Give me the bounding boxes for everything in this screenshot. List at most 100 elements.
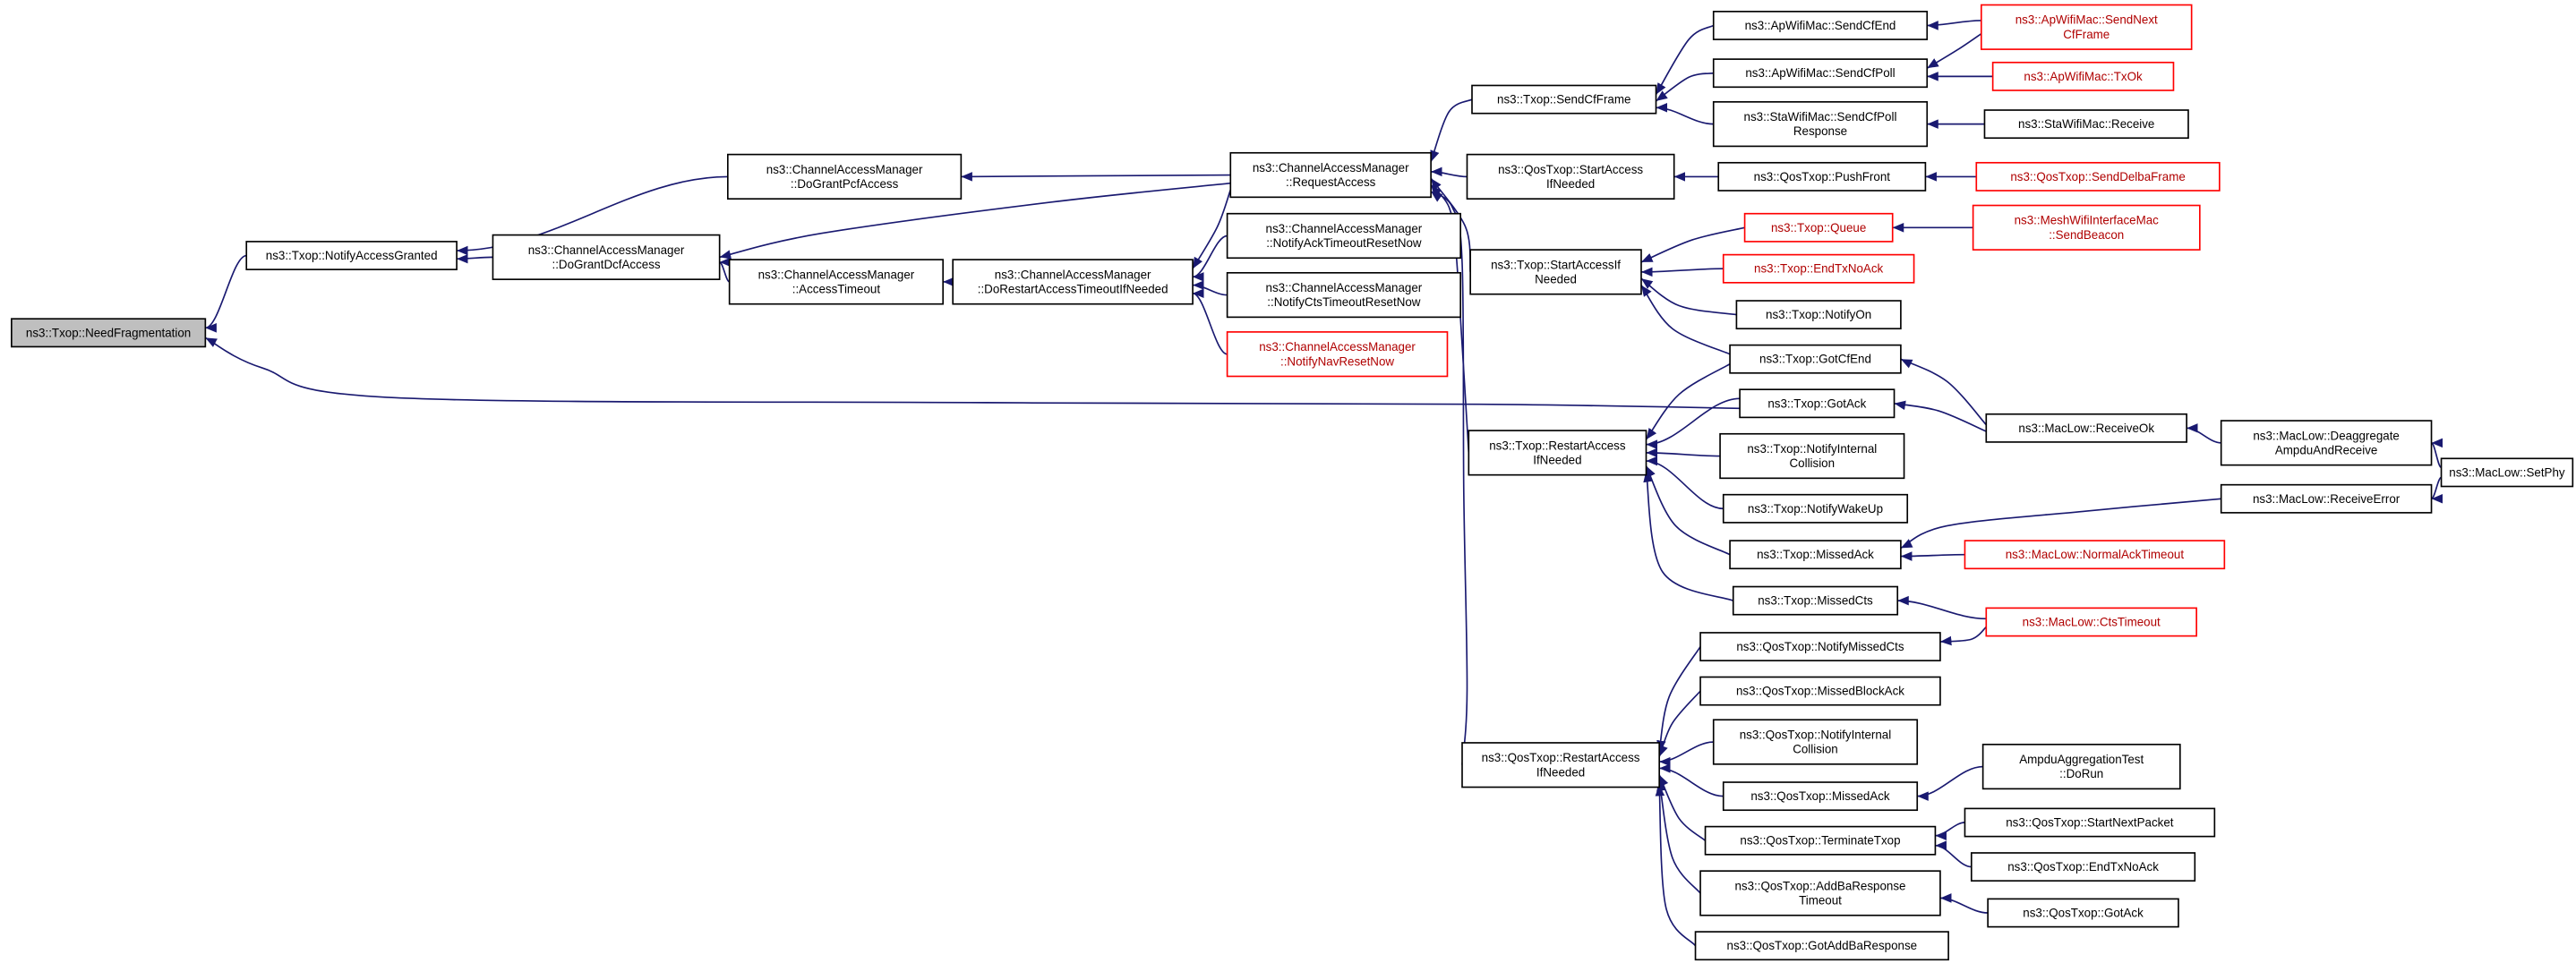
node-ap-wifi-mac-tx-ok[interactable]: ns3::ApWifiMac::TxOk bbox=[1991, 61, 2175, 91]
node-box bbox=[1732, 585, 1899, 616]
node-label-line: ::DoGrantPcfAccess bbox=[791, 177, 899, 191]
node-ampdu-aggregation-test-do-run[interactable]: AmpduAggregationTest::DoRun bbox=[1981, 743, 2181, 790]
node-label-line: ::NotifyNavResetNow bbox=[1280, 354, 1394, 368]
node-cam-access-timeout[interactable]: ns3::ChannelAccessManager::AccessTimeout bbox=[728, 259, 945, 305]
node-box bbox=[11, 318, 207, 348]
node-qos-txop-got-add-ba-response[interactable]: ns3::QosTxop::GotAddBaResponse bbox=[1694, 931, 1949, 961]
node-sta-wifi-mac-receive[interactable]: ns3::StaWifiMac::Receive bbox=[1983, 109, 2189, 140]
node-cam-do-restart-access-timeout-if-needed[interactable]: ns3::ChannelAccessManager::DoRestartAcce… bbox=[952, 259, 1194, 305]
node-label-line: ns3::ApWifiMac::SendNext bbox=[2015, 13, 2158, 27]
node-txop-got-ack[interactable]: ns3::Txop::GotAck bbox=[1739, 388, 1896, 419]
node-txop-send-cf-frame[interactable]: ns3::Txop::SendCfFrame bbox=[1471, 84, 1657, 115]
node-label-line: ns3::QosTxop::RestartAccess bbox=[1482, 751, 1640, 764]
node-box bbox=[1468, 430, 1647, 476]
node-box bbox=[1719, 432, 1905, 480]
node-qos-txop-notify-missed-cts[interactable]: ns3::QosTxop::NotifyMissedCts bbox=[1699, 632, 1941, 661]
node-label-line: Timeout bbox=[1799, 894, 1842, 908]
node-txop-notify-wake-up[interactable]: ns3::Txop::NotifyWakeUp bbox=[1722, 493, 1909, 524]
node-txop-notify-on[interactable]: ns3::Txop::NotifyOn bbox=[1735, 300, 1902, 330]
node-mesh-wifi-interface-mac-send-beacon[interactable]: ns3::MeshWifiInterfaceMac::SendBeacon bbox=[1972, 204, 2201, 251]
node-qos-txop-end-tx-no-ack[interactable]: ns3::QosTxop::EndTxNoAck bbox=[1970, 852, 2196, 882]
node-box bbox=[1712, 11, 1929, 40]
node-cam-do-grant-dcf-access[interactable]: ns3::ChannelAccessManager::DoGrantDcfAcc… bbox=[492, 234, 721, 280]
node-mac-low-set-phy[interactable]: ns3::MacLow::SetPhy bbox=[2440, 457, 2574, 488]
node-mac-low-normal-ack-timeout[interactable]: ns3::MacLow::NormalAckTimeout bbox=[1964, 540, 2226, 570]
node-mac-low-receive-error[interactable]: ns3::MacLow::ReceiveError bbox=[2220, 483, 2433, 514]
node-box bbox=[1735, 300, 1902, 330]
node-box bbox=[1722, 253, 1915, 284]
node-label-line: Collision bbox=[1793, 743, 1838, 756]
node-qos-txop-start-next-packet[interactable]: ns3::QosTxop::StartNextPacket bbox=[1964, 807, 2216, 838]
edge-ap-wifi-mac-send-next-cf-frame-to-ap-wifi-mac-send-cf-end bbox=[1927, 20, 1981, 30]
node-qos-txop-missed-block-ack[interactable]: ns3::QosTxop::MissedBlockAck bbox=[1699, 676, 1941, 706]
edge-cam-notify-nav-reset-now-to-cam-do-restart-access-timeout-if-needed bbox=[1192, 288, 1228, 355]
node-box bbox=[1975, 161, 2221, 192]
node-txop-got-cf-end[interactable]: ns3::Txop::GotCfEnd bbox=[1729, 344, 1902, 374]
node-box bbox=[1964, 540, 2226, 570]
edge-ap-wifi-mac-send-cf-poll-to-txop-send-cf-frame bbox=[1656, 72, 1714, 102]
node-label-line: ns3::QosTxop::PushFront bbox=[1754, 170, 1891, 183]
node-cam-notify-nav-reset-now[interactable]: ns3::ChannelAccessManager::NotifyNavRese… bbox=[1226, 331, 1449, 378]
node-cam-request-access[interactable]: ns3::ChannelAccessManager::RequestAccess bbox=[1229, 151, 1432, 199]
node-label-line: IfNeeded bbox=[1536, 765, 1585, 779]
node-cam-do-grant-pcf-access[interactable]: ns3::ChannelAccessManager::DoGrantPcfAcc… bbox=[727, 153, 963, 200]
node-label-line: ns3::QosTxop::StartAccess bbox=[1498, 163, 1643, 176]
node-txop-missed-cts[interactable]: ns3::Txop::MissedCts bbox=[1732, 585, 1899, 616]
node-label-line: ns3::MacLow::ReceiveOk bbox=[2018, 422, 2154, 435]
edge-txop-got-cf-end-to-txop-start-access-if-needed bbox=[1640, 285, 1731, 355]
edge-cam-do-grant-dcf-access-to-txop-notify-access-granted bbox=[457, 253, 493, 264]
node-box bbox=[1466, 153, 1675, 200]
node-label-line: ns3::QosTxop::TerminateTxop bbox=[1740, 834, 1900, 848]
node-mac-low-cts-timeout[interactable]: ns3::MacLow::CtsTimeout bbox=[1985, 607, 2197, 637]
node-label-line: ns3::QosTxop::NotifyInternal bbox=[1740, 728, 1891, 741]
node-box bbox=[1699, 676, 1941, 706]
node-label-line: ns3::ChannelAccessManager bbox=[758, 268, 915, 281]
node-txop-notify-access-granted[interactable]: ns3::Txop::NotifyAccessGranted bbox=[245, 241, 458, 270]
node-qos-txop-missed-ack[interactable]: ns3::QosTxop::MissedAck bbox=[1722, 781, 1919, 812]
edge-cam-notify-ack-timeout-reset-now-to-cam-do-restart-access-timeout-if-needed bbox=[1192, 234, 1228, 282]
node-txop-end-tx-no-ack[interactable]: ns3::Txop::EndTxNoAck bbox=[1722, 253, 1915, 284]
edge-txop-send-cf-frame-to-cam-request-access bbox=[1430, 98, 1473, 163]
node-label-line: ns3::QosTxop::SendDelbaFrame bbox=[2010, 170, 2185, 183]
node-box bbox=[728, 259, 945, 305]
node-qos-txop-push-front[interactable]: ns3::QosTxop::PushFront bbox=[1717, 161, 1927, 192]
node-cam-notify-ack-timeout-reset-now[interactable]: ns3::ChannelAccessManager::NotifyAckTime… bbox=[1226, 212, 1461, 260]
node-ap-wifi-mac-send-cf-poll[interactable]: ns3::ApWifiMac::SendCfPoll bbox=[1712, 58, 1929, 89]
node-label-line: ns3::Txop::Queue bbox=[1771, 221, 1866, 234]
edge-layer bbox=[204, 20, 2443, 947]
node-label-line: ns3::MacLow::Deaggregate bbox=[2253, 429, 2400, 442]
node-box bbox=[245, 241, 458, 270]
node-box bbox=[1717, 161, 1927, 192]
edge-txop-got-ack-to-txop-need-fragmentation bbox=[204, 337, 1741, 410]
edge-qos-txop-restart-access-if-needed-to-cam-request-access bbox=[1430, 191, 1468, 765]
node-qos-txop-send-delba-frame[interactable]: ns3::QosTxop::SendDelbaFrame bbox=[1975, 161, 2221, 192]
node-qos-txop-got-ack[interactable]: ns3::QosTxop::GotAck bbox=[1987, 898, 2179, 928]
node-label-line: AmpduAndReceive bbox=[2275, 443, 2377, 456]
node-qos-txop-terminate-txop[interactable]: ns3::QosTxop::TerminateTxop bbox=[1704, 825, 1937, 856]
node-box bbox=[1739, 388, 1896, 419]
edge-cam-request-access-to-cam-do-restart-access-timeout-if-needed bbox=[1192, 189, 1232, 269]
node-label-line: ns3::QosTxop::MissedBlockAck bbox=[1736, 685, 1904, 698]
node-txop-need-fragmentation[interactable]: ns3::Txop::NeedFragmentation bbox=[11, 318, 207, 348]
edge-mac-low-receive-ok-to-txop-got-cf-end bbox=[1900, 358, 1987, 426]
node-txop-missed-ack[interactable]: ns3::Txop::MissedAck bbox=[1729, 540, 1902, 570]
node-txop-queue[interactable]: ns3::Txop::Queue bbox=[1743, 212, 1894, 243]
node-label-line: ::DoRun bbox=[2059, 767, 2103, 780]
node-cam-notify-cts-timeout-reset-now[interactable]: ns3::ChannelAccessManager::NotifyCtsTime… bbox=[1226, 271, 1461, 319]
node-mac-low-receive-ok[interactable]: ns3::MacLow::ReceiveOk bbox=[1985, 413, 2187, 443]
node-ap-wifi-mac-send-cf-end[interactable]: ns3::ApWifiMac::SendCfEnd bbox=[1712, 11, 1929, 40]
node-label-line: ns3::ApWifiMac::TxOk bbox=[2024, 70, 2143, 83]
node-label-line: ::DoGrantDcfAccess bbox=[552, 258, 660, 271]
node-label-line: ::NotifyCtsTimeoutResetNow bbox=[1267, 295, 1420, 309]
